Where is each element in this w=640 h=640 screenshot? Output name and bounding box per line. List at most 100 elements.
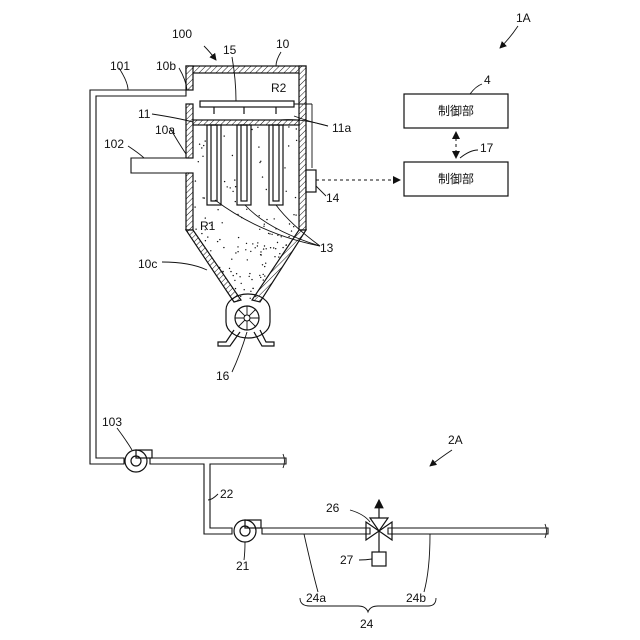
particle-dot bbox=[203, 145, 204, 146]
label-11a: 11a bbox=[332, 121, 351, 135]
particle-dot bbox=[202, 197, 203, 198]
particle-dot bbox=[260, 254, 261, 255]
particle-dot bbox=[201, 233, 202, 234]
label-R1: R1 bbox=[200, 219, 216, 233]
particle-dot bbox=[286, 244, 287, 245]
particle-dot bbox=[260, 251, 261, 252]
particle-dot bbox=[201, 147, 202, 148]
particle-dot bbox=[284, 167, 285, 168]
particle-dot bbox=[291, 230, 292, 231]
particle-dot bbox=[219, 239, 220, 240]
label-11: 11 bbox=[138, 107, 151, 121]
particle-dot bbox=[250, 251, 251, 252]
particle-dot bbox=[250, 298, 251, 299]
particle-dot bbox=[279, 253, 280, 254]
label-102: 102 bbox=[104, 137, 124, 151]
label-103: 103 bbox=[102, 415, 122, 429]
actuator bbox=[372, 552, 386, 566]
particle-dot bbox=[195, 229, 196, 230]
label-10a: 10a bbox=[155, 123, 175, 137]
particle-dot bbox=[230, 187, 231, 188]
label-24a: 24a bbox=[306, 591, 326, 605]
particle-dot bbox=[250, 291, 251, 292]
blower bbox=[125, 450, 152, 472]
particle-dot bbox=[278, 256, 279, 257]
particle-dot bbox=[204, 197, 205, 198]
particle-dot bbox=[258, 146, 259, 147]
particle-dot bbox=[259, 275, 260, 276]
particle-dot bbox=[265, 263, 266, 264]
particle-dot bbox=[205, 240, 206, 241]
particle-dot bbox=[263, 226, 264, 227]
pipes bbox=[90, 90, 548, 538]
particle-dot bbox=[232, 191, 233, 192]
label-27: 27 bbox=[340, 553, 354, 567]
particle-dot bbox=[217, 209, 218, 210]
label-13: 13 bbox=[320, 241, 334, 255]
particle-dot bbox=[249, 276, 250, 277]
particle-dot bbox=[249, 273, 250, 274]
particle-dot bbox=[259, 229, 260, 230]
particle-dot bbox=[246, 243, 247, 244]
particle-dot bbox=[230, 271, 231, 272]
particle-dot bbox=[295, 214, 296, 215]
particle-dot bbox=[252, 243, 253, 244]
label-1A: 1A bbox=[516, 11, 531, 25]
particle-dot bbox=[238, 237, 239, 238]
particle-dot bbox=[235, 186, 236, 187]
particle-dot bbox=[262, 264, 263, 265]
rotary-valve bbox=[218, 294, 274, 346]
particle-dot bbox=[281, 236, 282, 237]
particle-dot bbox=[222, 222, 223, 223]
label-22: 22 bbox=[220, 487, 234, 501]
particle-dot bbox=[227, 186, 228, 187]
particle-dot bbox=[235, 252, 236, 253]
particle-dot bbox=[241, 283, 242, 284]
particle-dot bbox=[244, 289, 245, 290]
particle-dot bbox=[260, 161, 261, 162]
label-100: 100 bbox=[172, 27, 192, 41]
label-4: 4 bbox=[484, 73, 491, 87]
particle-dot bbox=[274, 256, 275, 257]
particle-dot bbox=[268, 233, 269, 234]
label-24b: 24b bbox=[406, 591, 426, 605]
controller-top-label: 制御部 bbox=[438, 103, 474, 118]
label-2A: 2A bbox=[448, 433, 463, 447]
particle-dot bbox=[223, 247, 224, 248]
controller-bottom: 制御部 bbox=[404, 162, 508, 196]
particle-dot bbox=[289, 223, 290, 224]
particle-dot bbox=[207, 236, 208, 237]
particle-dot bbox=[229, 268, 230, 269]
label-15: 15 bbox=[223, 43, 237, 57]
particle-dot bbox=[246, 209, 247, 210]
label-101: 101 bbox=[110, 59, 130, 73]
label-26: 26 bbox=[326, 501, 340, 515]
particle-dot bbox=[260, 277, 261, 278]
particle-dot bbox=[288, 236, 289, 237]
particle-dot bbox=[234, 280, 235, 281]
particle-dot bbox=[288, 126, 289, 127]
sensor bbox=[306, 170, 316, 192]
particle-dot bbox=[264, 245, 265, 246]
label-R2: R2 bbox=[271, 81, 287, 95]
particle-dot bbox=[264, 275, 265, 276]
particle-dot bbox=[293, 214, 294, 215]
particle-dot bbox=[237, 246, 238, 247]
label-21: 21 bbox=[236, 559, 250, 573]
particle-dot bbox=[277, 242, 278, 243]
filters bbox=[207, 125, 283, 205]
particle-dot bbox=[257, 245, 258, 246]
particle-dot bbox=[275, 248, 276, 249]
particle-dot bbox=[296, 128, 297, 129]
particle-dot bbox=[202, 156, 203, 157]
particle-dot bbox=[286, 191, 287, 192]
particle-dot bbox=[235, 201, 236, 202]
particle-dot bbox=[266, 189, 267, 190]
particle-dot bbox=[237, 251, 238, 252]
pump bbox=[234, 520, 261, 542]
particle-dot bbox=[264, 224, 265, 225]
particle-dot bbox=[240, 296, 241, 297]
particle-dot bbox=[293, 226, 294, 227]
particle-dot bbox=[255, 247, 256, 248]
